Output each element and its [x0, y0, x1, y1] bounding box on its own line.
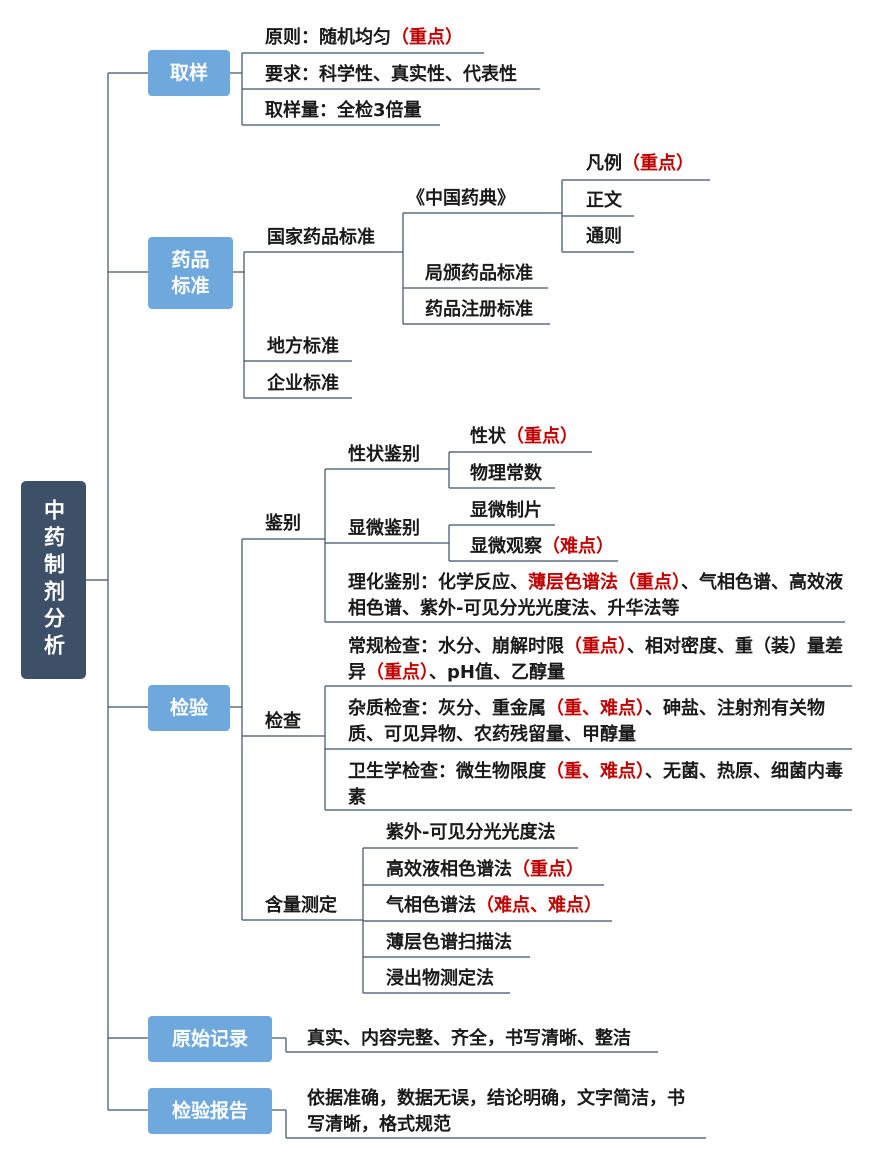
- registration-standard: 药品注册标准: [425, 299, 533, 320]
- assay-gc: 气相色谱法（难点、难点）: [386, 895, 602, 916]
- report-text: 依据准确，数据无误，结论明确，文字简洁，书写清晰，格式规范: [307, 1088, 685, 1135]
- identification-label: 鉴别: [265, 513, 301, 534]
- inspection-box[interactable]: 检验: [148, 685, 230, 731]
- assay-uv: 紫外-可见分光光度法: [386, 822, 556, 843]
- hygiene-check: 卫生学检查：微生物限度（重、难点）、无菌、热原、细菌内毒素: [348, 761, 843, 808]
- physchem-identification: 理化鉴别：化学反应、薄层色谱法（重点）、气相色谱、高效液相色谱、紫外-可见分光光…: [348, 572, 843, 619]
- microscopic-slide: 显微制片: [470, 500, 542, 521]
- assay-label: 含量测定: [265, 895, 337, 916]
- enterprise-standard: 企业标准: [267, 373, 339, 394]
- record-text: 真实、内容完整、齐全，书写清晰、整洁: [307, 1028, 631, 1049]
- pharmacopoeia: 《中国药典》: [407, 188, 515, 209]
- assay-tlcscan: 薄层色谱扫描法: [386, 932, 512, 953]
- physical-constants: 物理常数: [470, 463, 542, 484]
- microscopic-observe: 显微观察（难点）: [470, 536, 614, 557]
- character-identification: 性状鉴别: [348, 444, 420, 465]
- tongze: 通则: [586, 226, 622, 247]
- impurity-check: 杂质检查：灰分、重金属（重、难点）、砷盐、注射剂有关物质、可见异物、农药残留量、…: [348, 698, 825, 745]
- fanli: 凡例（重点）: [586, 153, 694, 174]
- zhengwen: 正文: [586, 190, 622, 211]
- national-standard: 国家药品标准: [267, 227, 375, 248]
- sampling-amount: 取样量：全检3倍量: [265, 100, 422, 121]
- standards-box[interactable]: 药品标准: [148, 237, 233, 309]
- microscopic-identification: 显微鉴别: [348, 518, 420, 539]
- assay-extract: 浸出物测定法: [386, 968, 494, 989]
- sampling-box[interactable]: 取样: [148, 50, 230, 96]
- routine-check: 常规检查：水分、崩解时限（重点）、相对密度、重（装）量差异（重点）、pH值、乙醇…: [348, 636, 843, 683]
- local-standard: 地方标准: [267, 336, 339, 357]
- assay-hplc: 高效液相色谱法（重点）: [386, 859, 584, 880]
- sampling-principle: 原则：随机均匀（重点）: [265, 27, 463, 48]
- root-topic: 中药制剂分析: [21, 481, 86, 679]
- sampling-requirement: 要求：科学性、真实性、代表性: [265, 64, 517, 85]
- check-label: 检查: [265, 711, 301, 732]
- xingzhuang: 性状（重点）: [470, 426, 578, 447]
- bureau-standard: 局颁药品标准: [425, 263, 533, 284]
- report-box[interactable]: 检验报告: [148, 1088, 272, 1134]
- record-box[interactable]: 原始记录: [148, 1016, 272, 1062]
